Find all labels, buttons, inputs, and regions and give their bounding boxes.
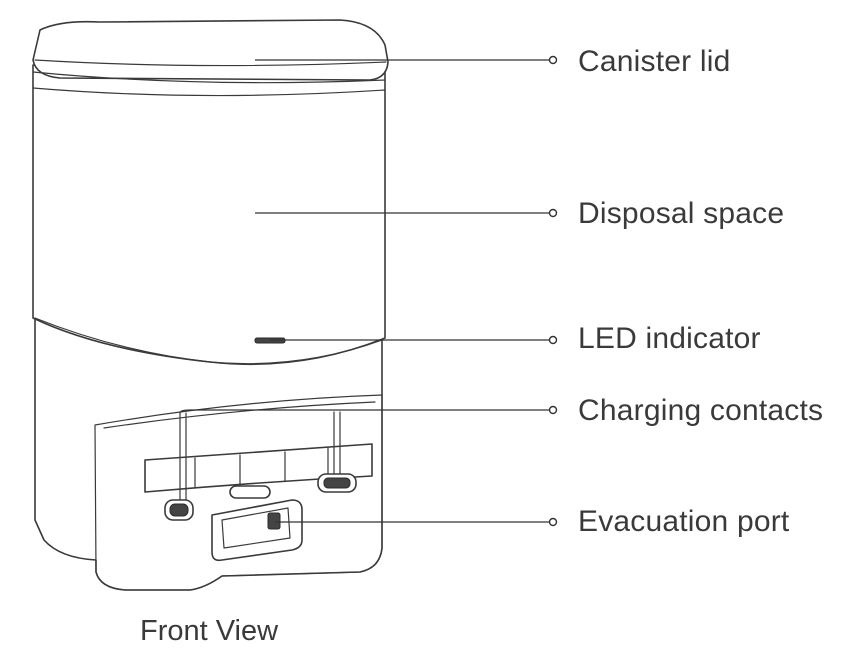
callout-dot-canister-lid: [548, 55, 558, 65]
label-canister-lid: Canister lid: [578, 45, 731, 78]
callout-dot-charging-contacts: [548, 405, 558, 415]
label-charging-contacts: Charging contacts: [578, 394, 824, 427]
callout-dot-disposal-space: [548, 208, 558, 218]
center-slot: [229, 485, 271, 499]
canister-lid-shape: [32, 19, 389, 81]
label-evacuation-port: Evacuation port: [578, 505, 790, 538]
callout-dot-evacuation-port: [548, 517, 558, 527]
label-led-indicator: LED indicator: [578, 322, 761, 355]
vent-strip: [144, 443, 373, 493]
front-panel: [94, 394, 383, 591]
caption-front-view: Front View: [140, 615, 279, 647]
canister-body: [32, 64, 386, 366]
label-disposal-space: Disposal space: [578, 197, 785, 230]
callout-dot-led-indicator: [548, 335, 558, 345]
